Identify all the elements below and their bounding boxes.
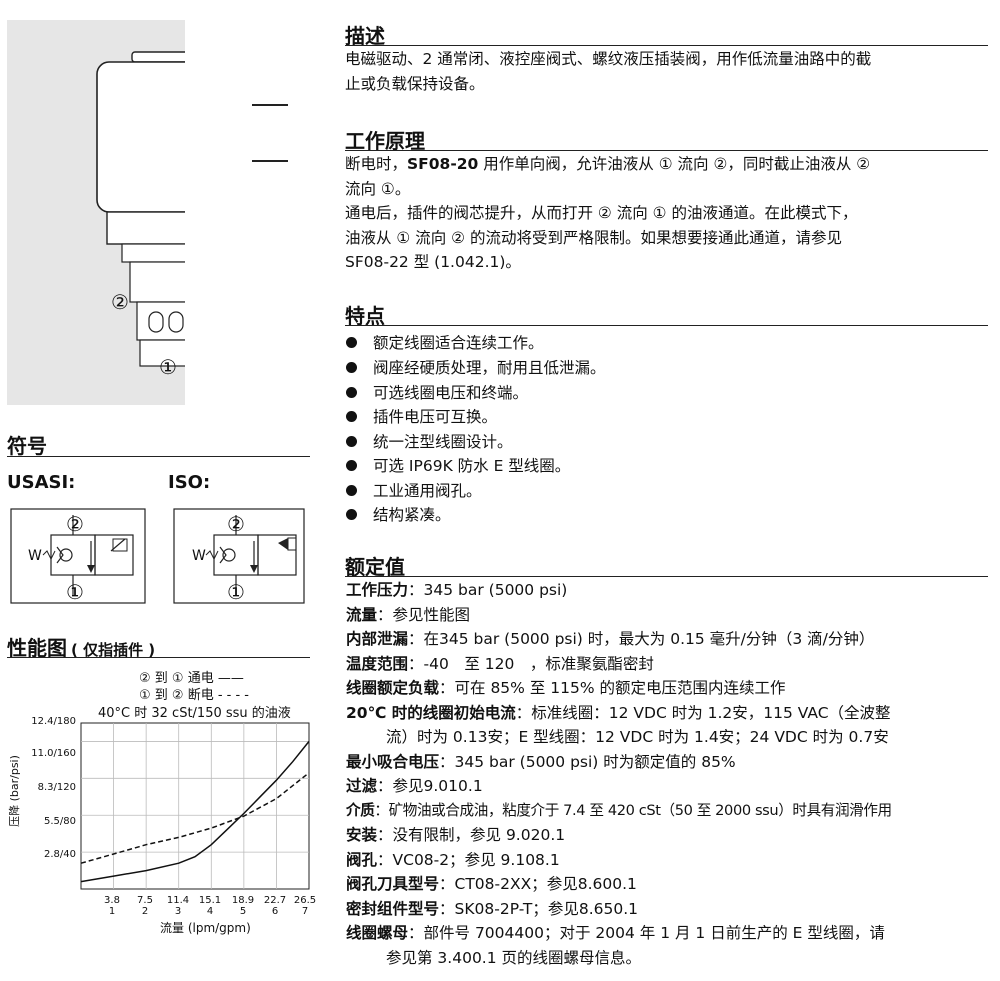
bullet-icon <box>346 460 357 471</box>
y-tick-label: 5.5/80 <box>44 816 76 827</box>
performance-title: 性能图( 仅指插件 ) <box>7 636 156 660</box>
bullet-icon <box>346 337 357 348</box>
bullet-icon <box>346 411 357 422</box>
rating-row: 内部泄漏：在345 bar (5000 psi) 时，最大为 0.15 毫升/分… <box>346 630 875 648</box>
coil-terminal <box>252 104 288 106</box>
performance-chart <box>80 722 310 890</box>
feature-item: 可选线圈电压和终端。 <box>346 381 528 403</box>
principle-line: 通电后，插件的阀芯提升，从而打开 ② 流向 ① 的油液通道。在此模式下， <box>345 204 858 222</box>
usasi-w-label: W <box>28 548 42 564</box>
feature-item: 可选 IP69K 防水 E 型线圈。 <box>346 454 570 476</box>
feature-item: 结构紧凑。 <box>346 503 451 525</box>
y-tick-label: 8.3/120 <box>37 782 76 793</box>
product-image <box>7 20 245 405</box>
principle-line: 油液从 ① 流向 ② 的流动将受到严格限制。如果想要接通此通道，请参见 <box>345 229 843 247</box>
feature-item: 插件电压可互换。 <box>346 405 497 427</box>
rating-row: 20℃ 时的线圈初始电流：标准线圈：12 VDC 时为 1.2安，115 VAC… <box>346 704 891 722</box>
port-2-label: ② <box>111 290 129 314</box>
divider <box>7 657 310 658</box>
rating-row: 参见第 3.400.1 页的线圈螺母信息。 <box>386 949 642 967</box>
coil-terminal <box>252 160 288 162</box>
features-title: 特点 <box>345 304 385 328</box>
usasi-port-1: ① <box>66 580 84 604</box>
feature-item: 额定线圈适合连续工作。 <box>346 331 544 353</box>
divider <box>345 45 988 46</box>
rating-row: 线圈螺母：部件号 7004400；对于 2004 年 1 月 1 日前生产的 E… <box>346 924 885 942</box>
symbols-title: 符号 <box>7 434 47 458</box>
usasi-symbol <box>10 508 146 604</box>
principle-text: 断电时， <box>345 155 408 173</box>
rating-row: 安装：没有限制，参见 9.020.1 <box>346 826 566 844</box>
iso-port-1: ① <box>227 580 245 604</box>
principle-line: 流向 ①。 <box>345 180 411 198</box>
description-title: 描述 <box>345 24 385 48</box>
rating-row: 阀孔刀具型号：CT08-2XX；参见8.600.1 <box>346 875 637 893</box>
x-axis-label: 流量 (lpm/gpm) <box>160 921 251 935</box>
principle-line: 断电时，SF08-20 用作单向阀，允许油液从 ① 流向 ②，同时截止油液从 ② <box>345 152 870 177</box>
rating-row: 过滤：参见9.010.1 <box>346 777 483 795</box>
port-1-label: ① <box>159 355 177 379</box>
feature-item: 阀座经硬质处理，耐用且低泄漏。 <box>346 356 606 378</box>
iso-symbol <box>173 508 305 604</box>
performance-subtitle: ( 仅指插件 ) <box>71 641 156 659</box>
description-line: 电磁驱动、2 通常闭、液控座阀式、螺纹液压插装阀，用作低流量油路中的截 <box>345 50 872 68</box>
iso-w-label: W <box>192 548 206 564</box>
feature-item: 工业通用阀孔。 <box>346 479 482 501</box>
rating-row: 温度范围：-40 至 120 ，标准聚氨酯密封 <box>346 655 654 673</box>
valve-illustration <box>96 51 245 367</box>
bullet-icon <box>346 362 357 373</box>
iso-port-2: ② <box>227 512 245 536</box>
y-tick-label: 12.4/180 <box>31 716 76 727</box>
divider <box>345 325 988 326</box>
principle-line: SF08-22 型 (1.042.1)。 <box>345 253 521 271</box>
feature-item: 统一注型线圈设计。 <box>346 430 513 452</box>
legend-deenergized: ① 到 ② 断电 - - - - <box>139 688 249 703</box>
rating-row: 密封组件型号：SK08-2P-T；参见8.650.1 <box>346 900 639 918</box>
bullet-icon <box>346 509 357 520</box>
legend-energized: ② 到 ① 通电 —— <box>139 671 244 686</box>
rating-row: 流）时为 0.13安；E 型线圈：12 VDC 时为 1.4安；24 VDC 时… <box>386 728 889 746</box>
principle-title: 工作原理 <box>345 129 425 153</box>
y-tick-label: 2.8/40 <box>44 849 76 860</box>
rating-row: 最小吸合电压：345 bar (5000 psi) 时为额定值的 85% <box>346 753 736 771</box>
rating-row: 线圈额定负载：可在 85% 至 115% 的额定电压范围内连续工作 <box>346 679 786 697</box>
bullet-icon <box>346 485 357 496</box>
usasi-label: USASI: <box>7 472 76 493</box>
bullet-icon <box>346 436 357 447</box>
y-axis-label: 压降 (bar/psi) <box>8 755 21 827</box>
iso-label: ISO: <box>168 472 211 493</box>
principle-text: 用作单向阀，允许油液从 ① 流向 ②，同时截止油液从 ② <box>478 155 871 173</box>
divider <box>345 576 988 577</box>
rating-row: 阀孔：VC08-2；参见 9.108.1 <box>346 851 560 869</box>
divider <box>345 150 988 151</box>
description-line: 止或负载保持设备。 <box>345 75 485 93</box>
rating-row: 流量：参见性能图 <box>346 606 471 624</box>
ratings-title: 额定值 <box>345 555 405 579</box>
divider <box>7 456 310 457</box>
y-tick-label: 11.0/160 <box>31 748 76 759</box>
model-number: SF08-20 <box>407 155 479 173</box>
rating-row: 工作压力：345 bar (5000 psi) <box>346 581 568 599</box>
bullet-icon <box>346 387 357 398</box>
rating-row: 介质：矿物油或合成油，粘度介于 7.4 至 420 cSt（50 至 2000 … <box>346 802 892 819</box>
series-line-deenergized <box>80 772 310 864</box>
series-line-energized <box>80 740 310 883</box>
chart-condition: 40°C 时 32 cSt/150 ssu 的油液 <box>98 706 291 721</box>
usasi-port-2: ② <box>66 512 84 536</box>
plot-frame <box>80 722 310 890</box>
